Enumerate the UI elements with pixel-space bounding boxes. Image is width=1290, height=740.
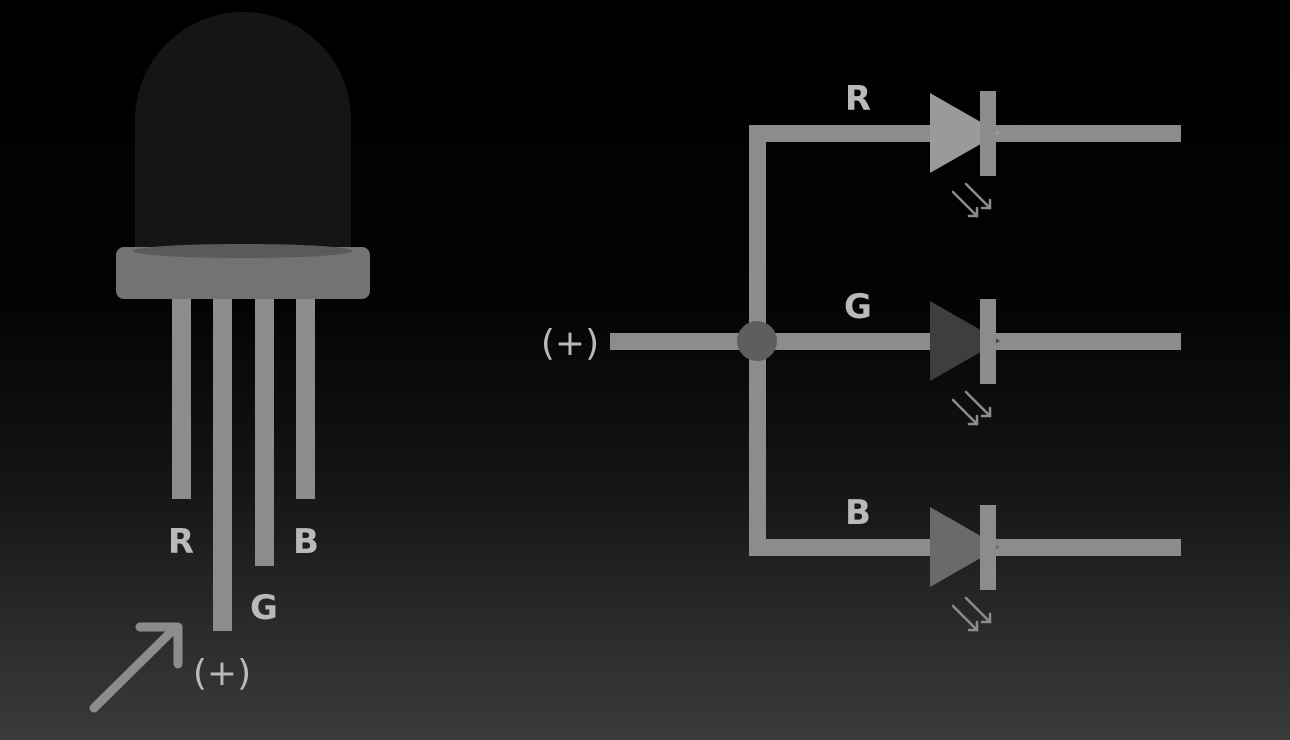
- schematic-input-label: (+): [541, 323, 599, 364]
- led-pin-r: [172, 299, 191, 499]
- led-dome: [135, 12, 351, 250]
- diode-g-icon: [930, 301, 1000, 381]
- branch-b-label: B: [845, 493, 871, 533]
- light-emission-b-icon: [951, 596, 992, 632]
- led-component: R B G (+): [89, 12, 370, 713]
- led-base-top: [133, 244, 353, 258]
- led-pin-common: [213, 299, 232, 631]
- led-pin-g: [255, 299, 274, 566]
- led-pin-g-label: G: [250, 588, 278, 628]
- input-wire: [610, 333, 760, 350]
- junction-node: [737, 321, 777, 361]
- light-emission-g-icon: [951, 390, 992, 426]
- schematic: (+) R G: [541, 79, 1181, 632]
- diode-g-cathode: [980, 299, 996, 384]
- light-emission-r-icon: [951, 182, 992, 218]
- branch-g-label: G: [844, 287, 872, 327]
- diode-b-icon: [930, 507, 1000, 587]
- led-common-label: (+): [193, 653, 251, 694]
- branch-g: G: [844, 287, 1000, 426]
- pointer-arrow-icon: [89, 622, 183, 713]
- led-pin-b: [296, 299, 315, 499]
- led-pin-r-label: R: [168, 522, 194, 562]
- led-pin-b-label: B: [293, 522, 319, 562]
- diode-b-cathode: [980, 505, 996, 590]
- diode-r-icon: [930, 93, 1000, 173]
- led-base-rim: [116, 247, 370, 299]
- branch-r-label: R: [845, 79, 871, 119]
- branch-b: B: [845, 493, 1000, 632]
- diode-r-cathode: [980, 91, 996, 176]
- branch-r: R: [845, 79, 1000, 218]
